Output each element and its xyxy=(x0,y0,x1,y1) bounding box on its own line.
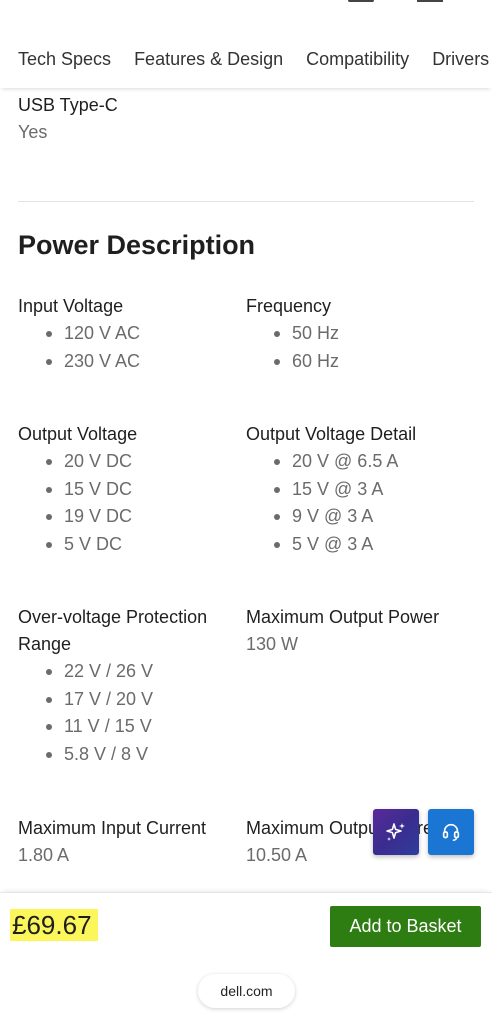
list-item: 50 Hz xyxy=(274,320,466,348)
ai-assistant-button[interactable] xyxy=(373,809,419,855)
spec-label: Input Voltage xyxy=(18,296,124,316)
tab-compatibility[interactable]: Compatibility xyxy=(306,48,410,69)
spec-max-input-current: Maximum Input Current 1.80 A xyxy=(18,815,238,869)
usb-type-c-spec: USB Type-C Yes xyxy=(18,92,118,146)
spec-label: Output Voltage xyxy=(18,424,138,444)
spec-input-voltage: Input Voltage 120 V AC 230 V AC xyxy=(18,293,238,375)
list-item: 5 V @ 3 A xyxy=(274,531,466,559)
tab-features-design[interactable]: Features & Design xyxy=(134,48,284,69)
list-item: 15 V @ 3 A xyxy=(274,476,466,504)
spec-list: 50 Hz 60 Hz xyxy=(246,320,466,375)
list-item: 19 V DC xyxy=(46,503,238,531)
list-item: 17 V / 20 V xyxy=(46,686,233,714)
spec-overvoltage-protection: Over-voltage Protection Range 22 V / 26 … xyxy=(18,604,233,768)
spec-label: Over-voltage Protection Range xyxy=(18,607,208,654)
spec-list: 20 V DC 15 V DC 19 V DC 5 V DC xyxy=(18,448,238,558)
sparkles-icon xyxy=(386,823,405,841)
list-item: 60 Hz xyxy=(274,348,466,376)
list-item: 120 V AC xyxy=(46,320,238,348)
list-item: 9 V @ 3 A xyxy=(274,503,466,531)
spec-label: Frequency xyxy=(246,296,332,316)
list-item: 11 V / 15 V xyxy=(46,713,233,741)
section-divider xyxy=(18,201,474,202)
tab-tech-specs[interactable]: Tech Specs xyxy=(18,48,112,69)
spec-max-output-power: Maximum Output Power 130 W xyxy=(246,604,466,658)
spec-label: Maximum Input Current xyxy=(18,818,207,838)
spec-output-voltage-detail: Output Voltage Detail 20 V @ 6.5 A 15 V … xyxy=(246,421,466,558)
spec-tabs: Tech Specs Features & Design Compatibili… xyxy=(0,30,492,88)
spec-value: 1.80 A xyxy=(18,845,70,865)
spec-list: 22 V / 26 V 17 V / 20 V 11 V / 15 V 5.8 … xyxy=(18,658,233,768)
tab-drivers[interactable]: Drivers xyxy=(432,48,490,69)
support-chat-button[interactable] xyxy=(428,809,474,855)
spec-value: 130 W xyxy=(246,634,299,654)
spec-label: Output Voltage Detail xyxy=(246,424,417,444)
list-item: 20 V DC xyxy=(46,448,238,476)
spec-label: USB Type-C xyxy=(18,95,118,115)
list-item: 5 V DC xyxy=(46,531,238,559)
list-item: 230 V AC xyxy=(46,348,238,376)
spec-value: Yes xyxy=(18,122,48,142)
list-item: 20 V @ 6.5 A xyxy=(274,448,466,476)
top-fragment xyxy=(0,0,492,8)
list-item: 15 V DC xyxy=(46,476,238,504)
spec-output-voltage: Output Voltage 20 V DC 15 V DC 19 V DC 5… xyxy=(18,421,238,558)
spec-list: 120 V AC 230 V AC xyxy=(18,320,238,375)
spec-frequency: Frequency 50 Hz 60 Hz xyxy=(246,293,466,375)
spec-list: 20 V @ 6.5 A 15 V @ 3 A 9 V @ 3 A 5 V @ … xyxy=(246,448,466,558)
price: £69.67 xyxy=(10,909,98,941)
purchase-bar: £69.67 Add to Basket dell.com xyxy=(0,892,492,1024)
url-bar[interactable]: dell.com xyxy=(198,974,295,1008)
partial-icon xyxy=(348,0,374,3)
add-to-basket-button[interactable]: Add to Basket xyxy=(330,906,481,947)
section-title: Power Description xyxy=(18,230,256,260)
list-item: 22 V / 26 V xyxy=(46,658,233,686)
spec-label: Maximum Output Power xyxy=(246,607,440,627)
list-item: 5.8 V / 8 V xyxy=(46,741,233,769)
headset-icon xyxy=(442,823,460,841)
spec-value: 10.50 A xyxy=(246,845,308,865)
partial-icon xyxy=(417,0,443,3)
